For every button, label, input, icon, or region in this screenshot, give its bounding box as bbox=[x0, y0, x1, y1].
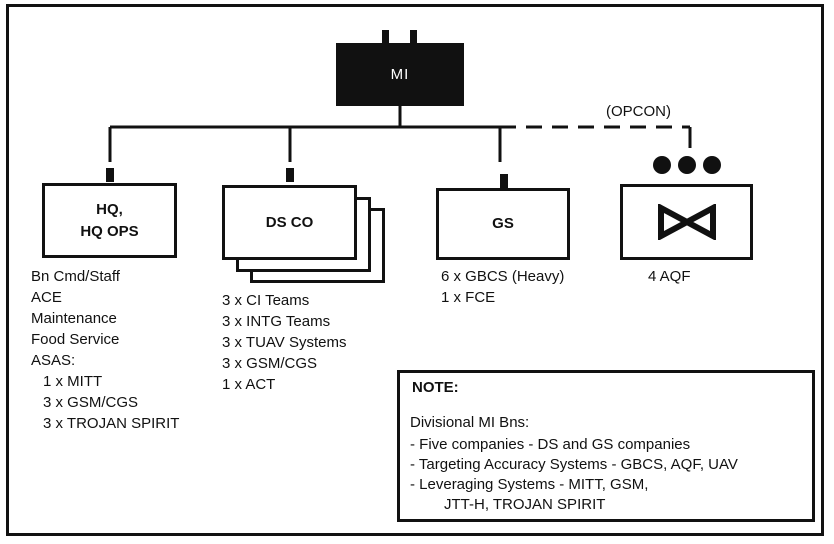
ds-label: DS CO bbox=[265, 213, 314, 231]
gs-detail-2: 1 x FCE bbox=[441, 289, 496, 306]
opcon-label: (OPCON) bbox=[606, 103, 671, 120]
hq-detail-6: 1 x MITT bbox=[43, 373, 103, 390]
hq-box: HQ, HQ OPS bbox=[42, 183, 177, 258]
note-box: NOTE: Divisional MI Bns: - Five companie… bbox=[397, 370, 815, 522]
mi-stub-right bbox=[410, 30, 417, 44]
aqf-details: 4 AQF bbox=[648, 266, 691, 287]
mi-stub-left bbox=[382, 30, 389, 44]
note-item-3: - Leveraging Systems - MITT, GSM, bbox=[410, 476, 649, 493]
hq-detail-4: Food Service bbox=[31, 331, 120, 348]
aqf-box bbox=[620, 184, 753, 260]
diagram-frame bbox=[6, 4, 824, 536]
hq-detail-2: ACE bbox=[31, 289, 62, 306]
note-intro: Divisional MI Bns: bbox=[410, 414, 530, 431]
mi-box: MI bbox=[336, 43, 464, 106]
ds-detail-5: 1 x ACT bbox=[222, 376, 276, 393]
ds-detail-1: 3 x CI Teams bbox=[222, 292, 310, 309]
hq-detail-7: 3 x GSM/CGS bbox=[43, 394, 139, 411]
hq-label-line1: HQ, bbox=[96, 200, 123, 218]
gs-box: GS bbox=[436, 188, 570, 260]
ds-box: DS CO bbox=[222, 185, 357, 260]
hq-label-line2: HQ OPS bbox=[80, 222, 139, 240]
hq-details: Bn Cmd/Staff ACE Maintenance Food Servic… bbox=[31, 266, 179, 434]
note-body: Divisional MI Bns: - Five companies - DS… bbox=[410, 413, 738, 515]
hq-detail-1: Bn Cmd/Staff bbox=[31, 268, 120, 285]
stub-ds bbox=[286, 168, 294, 182]
gs-details: 6 x GBCS (Heavy) 1 x FCE bbox=[441, 266, 564, 308]
bowtie-icon bbox=[657, 204, 716, 240]
gs-detail-1: 6 x GBCS (Heavy) bbox=[441, 268, 565, 285]
stub-gs bbox=[500, 174, 508, 188]
ds-detail-3: 3 x TUAV Systems bbox=[222, 334, 347, 351]
hq-detail-3: Maintenance bbox=[31, 310, 117, 327]
gs-label: GS bbox=[492, 215, 514, 232]
unit-size-dot-2 bbox=[678, 156, 696, 174]
note-item-2: - Targeting Accuracy Systems - GBCS, AQF… bbox=[410, 456, 738, 473]
note-item-1: - Five companies - DS and GS companies bbox=[410, 436, 691, 453]
ds-detail-2: 3 x INTG Teams bbox=[222, 313, 331, 330]
hq-detail-8: 3 x TROJAN SPIRIT bbox=[43, 415, 180, 432]
unit-size-dot-1 bbox=[653, 156, 671, 174]
stub-hq bbox=[106, 168, 114, 182]
hq-detail-5: ASAS: bbox=[31, 352, 76, 369]
ds-details: 3 x CI Teams 3 x INTG Teams 3 x TUAV Sys… bbox=[222, 290, 346, 395]
note-title: NOTE: bbox=[412, 379, 459, 396]
unit-size-dot-3 bbox=[703, 156, 721, 174]
ds-detail-4: 3 x GSM/CGS bbox=[222, 355, 318, 372]
note-item-4: JTT-H, TROJAN SPIRIT bbox=[444, 496, 606, 513]
mi-label: MI bbox=[390, 65, 410, 83]
aqf-detail-1: 4 AQF bbox=[648, 268, 691, 285]
